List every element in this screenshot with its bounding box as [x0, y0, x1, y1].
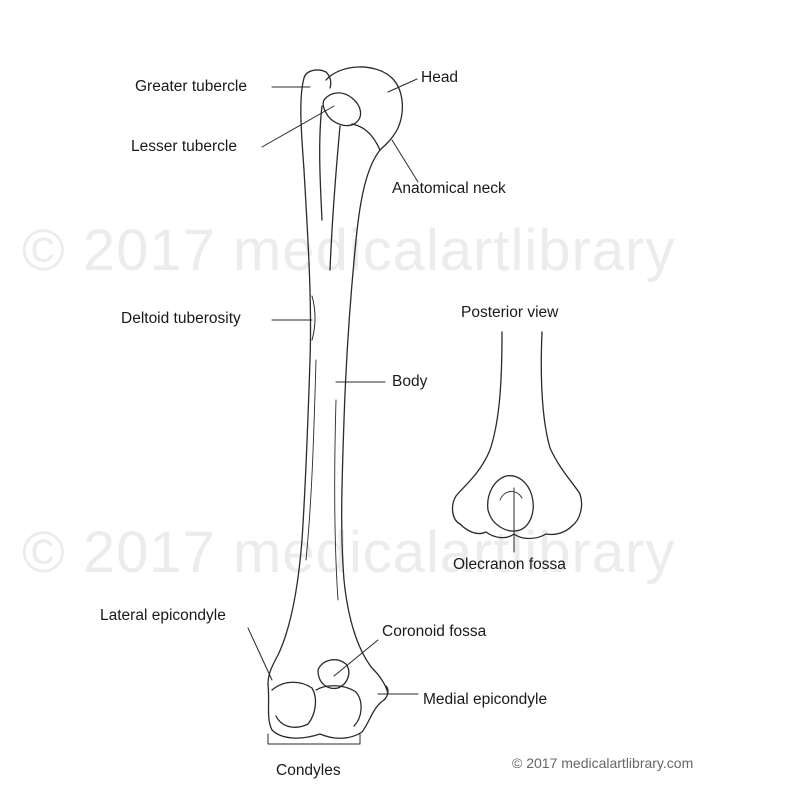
- watermark-bottom: © 2017 medicalartlibrary: [22, 520, 676, 585]
- shaft-medial-edge: [341, 149, 389, 695]
- distal-condyles: [267, 683, 389, 739]
- label-body: Body: [392, 373, 428, 390]
- intertubercular-groove: [319, 105, 323, 221]
- leader-lines: [247, 78, 515, 745]
- posterior-shaft-right: [540, 331, 583, 527]
- deltoid-tuberosity-mark: [311, 295, 316, 341]
- capitulum: [271, 681, 317, 728]
- leader-anatomical-neck: [391, 139, 419, 183]
- leader-lesser-tubercle: [261, 105, 335, 148]
- shaft-contour: [305, 359, 317, 561]
- label-head: Head: [421, 69, 459, 86]
- condyles-bracket: [267, 733, 361, 745]
- coronoid-fossa-outline: [317, 659, 350, 690]
- posterior-shaft-left: [451, 331, 503, 525]
- copyright-notice: © 2017 medicalartlibrary.com: [512, 755, 694, 771]
- leader-lateral-epicondyle: [247, 627, 273, 681]
- label-deltoid-tuberosity: Deltoid tuberosity: [121, 310, 241, 327]
- humeral-head: [325, 66, 403, 151]
- label-posterior-view: Posterior view: [461, 304, 559, 321]
- shaft-contour-2: [334, 399, 339, 601]
- crest-line: [329, 125, 341, 271]
- shaft-lateral-edge: [267, 77, 312, 685]
- label-anatomical-neck: Anatomical neck: [392, 180, 506, 197]
- olecranon-fossa-inner: [499, 491, 523, 501]
- humerus-posterior: [451, 331, 583, 540]
- watermark-top: © 2017 medicalartlibrary: [22, 218, 676, 283]
- label-olecranon-fossa: Olecranon fossa: [453, 556, 566, 573]
- leader-coronoid-fossa: [333, 639, 379, 677]
- leader-head: [387, 78, 418, 93]
- label-lateral-epicondyle: Lateral epicondyle: [100, 607, 226, 624]
- label-coronoid-fossa: Coronoid fossa: [382, 623, 487, 640]
- olecranon-fossa-outline: [487, 475, 534, 532]
- label-lesser-tubercle: Lesser tubercle: [131, 138, 237, 155]
- label-medial-epicondyle: Medial epicondyle: [423, 691, 548, 708]
- trochlea: [315, 685, 362, 727]
- anatomical-neck-line: [351, 123, 381, 151]
- greater-tubercle-outline: [303, 69, 332, 89]
- label-greater-tubercle: Greater tubercle: [135, 78, 247, 95]
- humerus-anterior: [267, 66, 403, 739]
- label-condyles: Condyles: [276, 762, 341, 779]
